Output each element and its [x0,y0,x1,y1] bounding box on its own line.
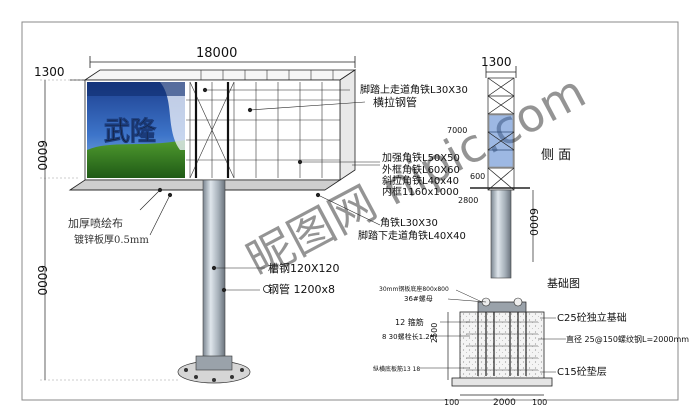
dim-foundation-2500-label: 2500 [430,323,439,343]
label-rebar-12: 12 箍筋 [395,317,424,327]
dim-depth-top-left-label: 1300 [34,65,65,79]
dim-side-2800-label: 2800 [458,196,478,205]
dim-side-6000-label: 6000 [527,208,540,236]
dim-depth-top-left: 1300 [34,65,90,81]
label-angle-30: 角铁L30X30 [380,216,438,229]
dim-total-width-label: 18000 [196,46,237,61]
label-side-view: 侧 面 [541,148,571,163]
dim-board-height: 6000 [35,79,85,179]
dim-foundation-100-right-label: 100 [532,398,547,407]
label-walkway-upper: 脚踏上走道角铁L30X30 [360,83,468,96]
label-spray-cloth: 加厚喷绘布 [68,216,123,230]
dim-foundation-100-left-label: 100 [444,398,459,407]
dim-column-height: 6000 [35,178,180,381]
foundation-leaders [420,289,566,373]
label-horizontal-pipe: 横拉钢管 [373,95,417,109]
label-bolt: 36#螺母 [404,294,433,303]
dim-side-600-label: 600 [470,172,485,181]
dim-column-height-label: 6000 [35,265,49,296]
label-inner-frame: 内框1160x1000 [382,185,459,198]
dim-side-depth: 1300 [481,55,517,78]
steel-column [177,179,251,384]
label-walkway-lower: 脚踏下走道角铁L40X40 [358,229,466,242]
dim-side-7000-label: 7000 [447,126,467,135]
label-diagonal-angle: 斜拉角铁L40x40 [382,174,459,187]
label-bolt-length: 8 30螺栓长1.2m [382,332,437,341]
label-steel-plate: 30mm钢板底座800x800 [379,285,449,293]
dim-board-height-label: 6000 [35,140,49,171]
label-foundation-title: 基础图 [547,277,580,290]
label-c25: C25砼独立基础 [557,311,627,324]
billboard-face: 武隆 [87,82,185,178]
label-galvanized: 镀锌板厚0.5mm [74,233,149,246]
label-channel-steel: 槽钢120X120 [268,262,340,275]
label-diameter-spec: 直径 25@150螺纹钢L=2000mm [566,334,689,344]
label-reinforce-angle: 加强角铁L50X50 [382,151,460,164]
label-c15: C15砼垫层 [557,365,607,378]
pipe-diameter-icon [263,285,271,293]
foundation-drawing [447,297,553,396]
dim-side-depth-label: 1300 [481,55,512,69]
label-outer-frame: 外框角铁L60X60 [382,163,460,176]
dim-total-width: 18000 [89,46,356,68]
label-vertical-tie: 纵横底板筋13 18 [373,365,420,373]
label-steel-pipe: 钢管 1200x8 [268,282,335,296]
drawing-border [21,21,679,401]
front-leaders [139,87,381,293]
billboard-brand-text: 武隆 [104,117,157,147]
dim-foundation-2000-label: 2000 [493,398,516,408]
side-view-column [490,189,512,279]
